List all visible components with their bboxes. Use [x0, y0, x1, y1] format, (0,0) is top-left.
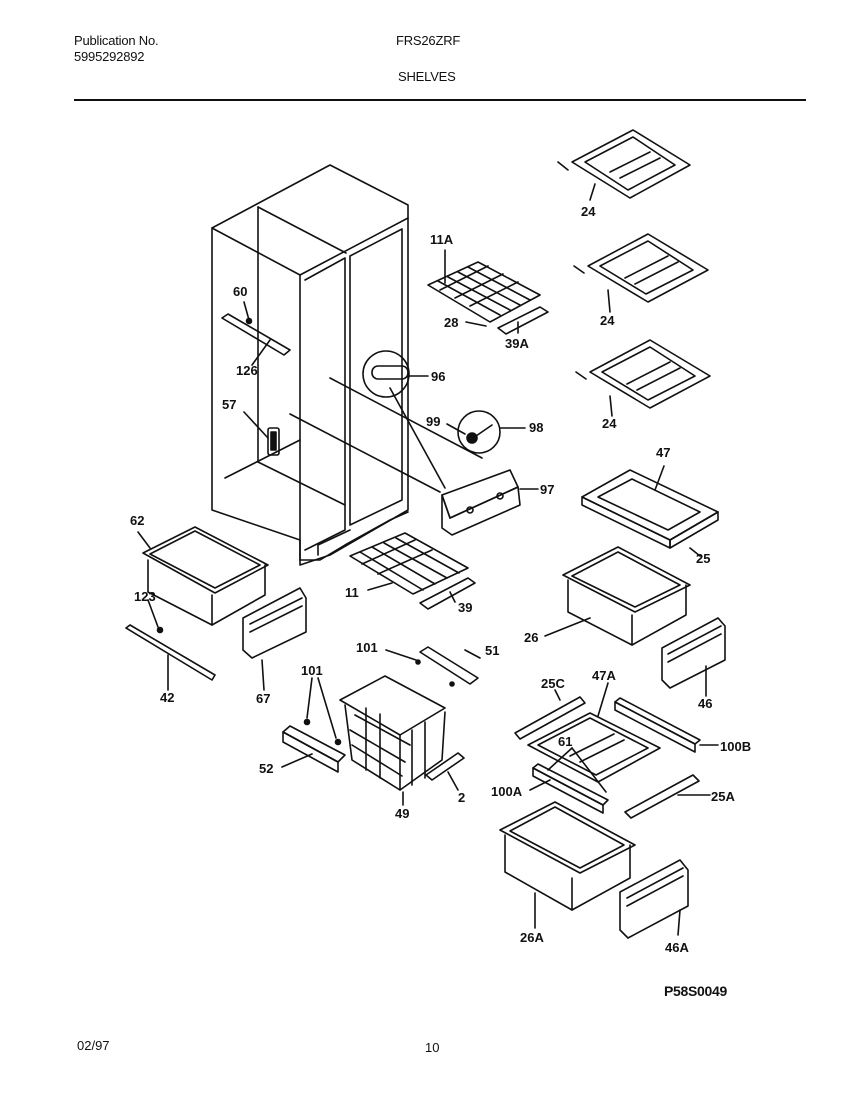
callout-100a: 100A: [491, 784, 523, 799]
callout-28: 28: [444, 315, 458, 330]
part-49-basket: [339, 675, 446, 806]
callout-39a: 39A: [505, 336, 529, 351]
part-47-glass-shelf: [581, 465, 719, 557]
callout-46a: 46A: [665, 940, 689, 955]
refrigerator-cabinet: [211, 164, 483, 566]
header-rule: [74, 99, 806, 101]
part-62-pan: [137, 526, 269, 626]
part-96-cam: [362, 350, 429, 398]
part-46-drawer-front: [661, 617, 726, 697]
part-46a-drawer-front: [619, 859, 689, 939]
callout-51: 51: [485, 643, 499, 658]
part-26a-pan: [499, 801, 636, 929]
section-title: SHELVES: [398, 69, 456, 84]
callout-67: 67: [256, 691, 270, 706]
callout-11a: 11A: [430, 232, 454, 247]
callout-98: 98: [529, 420, 543, 435]
callout-39: 39: [458, 600, 472, 615]
callout-25c: 25C: [541, 676, 565, 691]
callout-96: 96: [431, 369, 445, 384]
callout-52: 52: [259, 761, 273, 776]
part-97-rail: [441, 469, 539, 536]
callout-62: 62: [130, 513, 144, 528]
callout-49: 49: [395, 806, 409, 821]
part-100b-rail: [614, 697, 719, 753]
callout-47a: 47A: [592, 668, 616, 683]
callout-26: 26: [524, 630, 538, 645]
part-24-glass-shelf-lower: [575, 339, 711, 417]
part-26-pan: [544, 546, 691, 646]
callout-99: 99: [426, 414, 440, 429]
callout-123: 123: [134, 589, 156, 604]
callout-labels: 24 24 24 11A 28 39A 60 126 96 57 99 98 4…: [130, 204, 751, 955]
part-11-wire-shelf: [349, 532, 476, 610]
publication-label: Publication No.: [74, 33, 159, 48]
callout-60: 60: [233, 284, 247, 299]
part-100a-rail: [529, 747, 609, 814]
callout-11: 11: [345, 585, 359, 600]
callout-97: 97: [540, 482, 554, 497]
callout-46: 46: [698, 696, 712, 711]
callout-126: 126: [236, 363, 258, 378]
callout-25a: 25A: [711, 789, 735, 804]
part-52-track: [281, 677, 346, 773]
callout-25: 25: [696, 551, 710, 566]
part-51-track: [385, 646, 481, 687]
part-11a-wire-shelf: [427, 249, 549, 335]
model-number: FRS26ZRF: [396, 33, 461, 48]
callout-42: 42: [160, 690, 174, 705]
part-67-drawer-front: [242, 587, 307, 691]
callout-101-lower: 101: [301, 663, 323, 678]
part-24-glass-shelf-middle: [573, 233, 709, 313]
part-25a-cover: [624, 774, 711, 819]
callout-101-upper: 101: [356, 640, 378, 655]
publication-number: 5995292892: [74, 49, 145, 64]
callout-61: 61: [558, 734, 572, 749]
page-number: 10: [425, 1040, 440, 1055]
callout-24-top: 24: [581, 204, 596, 219]
callout-100b: 100B: [720, 739, 751, 754]
part-47a-glass-shelf: [527, 682, 661, 783]
callout-24-lower: 24: [602, 416, 617, 431]
part-42-rail: [125, 599, 216, 691]
part-24-glass-shelf-top: [557, 129, 691, 201]
part-98-cam: [446, 410, 526, 454]
callout-24-middle: 24: [600, 313, 615, 328]
diagram-code: P58S0049: [664, 983, 727, 999]
part-57-bracket: [243, 411, 280, 456]
part-126-support: [221, 301, 291, 366]
callout-57: 57: [222, 397, 236, 412]
part-2-slide: [425, 752, 465, 791]
callout-47: 47: [656, 445, 670, 460]
callout-2: 2: [458, 790, 465, 805]
publication-date: 02/97: [77, 1038, 110, 1053]
part-25c-cover: [514, 689, 586, 740]
callout-26a: 26A: [520, 930, 544, 945]
